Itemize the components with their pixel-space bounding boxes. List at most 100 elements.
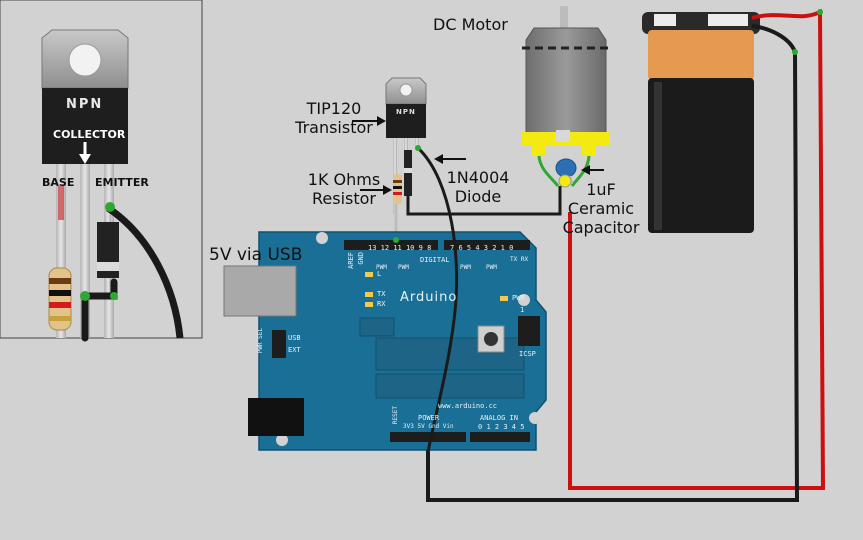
power-pin-labels: 3V3 5V Gnd Vin	[403, 423, 454, 430]
pwm-label-3: PWM	[460, 264, 471, 271]
resistor-small	[393, 174, 402, 204]
usb-jack	[223, 265, 297, 317]
pin-5v: 5V	[417, 423, 425, 430]
resistor-label: 1K Ohms Resistor	[302, 170, 386, 208]
digital-pin-numbers: 13 12 11 10 9 8	[368, 244, 431, 252]
mounting-hole	[68, 43, 102, 77]
transistor-label-line2: Transistor	[295, 118, 373, 137]
transistor-label-line1: TIP120	[306, 99, 362, 118]
battery-body	[648, 78, 754, 233]
resistor-large	[48, 267, 72, 331]
pointer-arrows	[352, 116, 604, 195]
transistor-pinout-inset	[0, 0, 203, 342]
inset-base-label: BASE	[42, 176, 75, 189]
gnd-label-top: GND	[357, 252, 365, 265]
pin-a5: 5	[520, 423, 525, 431]
pin-3v3: 3V3	[403, 423, 414, 430]
pin-a3: 3	[503, 423, 508, 431]
ext-jumper-label: EXT	[288, 346, 301, 354]
emitter-to-gnd-wire	[416, 146, 459, 453]
dc-motor	[522, 6, 610, 156]
pin-gnd-1: Gnd	[428, 423, 440, 430]
power-header-label: POWER	[418, 414, 440, 422]
inset-black-wire-emitter	[106, 205, 184, 339]
pwr-sel-label: PWR SEL	[257, 328, 264, 354]
pin-4: 4	[475, 244, 480, 252]
battery-top-band	[648, 30, 754, 80]
pin-a4: 4	[511, 423, 516, 431]
pin-0: 0	[509, 244, 514, 252]
dc-motor-label: DC Motor	[433, 15, 508, 34]
pin-7: 7	[450, 244, 455, 252]
collector-pin	[80, 164, 90, 338]
pin-11: 11	[393, 244, 402, 252]
usb-jumper-label: USB	[288, 334, 301, 342]
aref-gnd-labels: AREF	[347, 252, 355, 269]
pin-5: 5	[466, 244, 472, 252]
usb-power-label: 5V via USB	[209, 245, 303, 265]
inset-emitter-label: EMITTER	[95, 176, 149, 189]
icsp-pin-label: 1	[520, 306, 525, 314]
website-label: www.arduino.cc	[438, 402, 498, 410]
analog-pin-labels: 0 1 2 3 4 5	[478, 423, 524, 431]
pin-9: 9	[418, 244, 423, 252]
capacitor-label: 1uF Ceramic Capacitor	[558, 180, 644, 237]
rx-top-label: RX	[520, 256, 529, 263]
transistor-label: TIP120 Transistor	[294, 99, 374, 137]
diode-label: 1N4004 Diode	[438, 168, 518, 206]
pwr-led-label: PWR	[512, 294, 525, 302]
power-jack	[248, 398, 304, 436]
inset-npn-text: NPN	[66, 97, 104, 112]
pin-12: 12	[380, 244, 390, 252]
pwm-label-4: PWM	[486, 264, 497, 271]
diode-label-line2: Diode	[454, 187, 502, 206]
tx-top-label: TX	[510, 256, 518, 263]
pin-3: 3	[483, 244, 488, 252]
ceramic-capacitor	[555, 158, 577, 188]
tip120-transistor	[385, 77, 427, 214]
collector-arrow	[79, 154, 91, 164]
digital-pin-numbers-2: 7 6 5 4 3 2 1 0	[450, 244, 513, 252]
tx-rx-top: TX RX	[510, 256, 528, 263]
battery-red-wire	[568, 8, 826, 490]
diode-large	[97, 214, 119, 298]
digital-label: DIGITAL	[420, 256, 450, 264]
pin-vin: Vin	[442, 423, 454, 430]
small-npn-text: NPN	[396, 108, 416, 116]
diode-label-line1: 1N4004	[446, 168, 510, 187]
pin-2: 2	[492, 244, 497, 252]
resistor-label-line1: 1K Ohms	[307, 170, 381, 189]
pwm-label-2: PWM	[398, 264, 409, 271]
resistor-label-line2: Resistor	[312, 189, 376, 208]
pin-1: 1	[500, 244, 505, 252]
motor-to-diode-wire	[406, 186, 562, 216]
inset-collector-label: COLLECTOR	[53, 128, 126, 141]
pin-13: 13	[368, 244, 377, 252]
diode-small	[404, 150, 412, 196]
arduino-brand: Arduino	[400, 290, 458, 305]
base-pin	[56, 164, 66, 338]
nine-volt-battery	[642, 12, 760, 233]
inset-black-wire-collector	[81, 278, 118, 342]
reset-pin-label: RESET	[392, 406, 399, 425]
analog-header-label: ANALOG IN	[480, 414, 518, 422]
capacitor-label-line2: Ceramic	[567, 199, 635, 218]
pin-6: 6	[458, 244, 463, 252]
pwm-label-1: PWM	[376, 264, 387, 271]
icsp-label: ICSP	[519, 350, 536, 358]
aref-label: AREF	[347, 252, 355, 269]
pin-8: 8	[427, 244, 432, 252]
rx-led-label: RX	[377, 300, 386, 308]
capacitor-label-line3: Capacitor	[562, 218, 640, 237]
l-led-label: L	[377, 270, 382, 278]
battery-black-wire	[426, 24, 800, 502]
tx-led-label: TX	[377, 290, 386, 298]
pin-a2: 2	[494, 423, 500, 431]
pin-a1: 1	[486, 423, 491, 431]
pin-10: 10	[405, 244, 415, 252]
arduino-board	[223, 231, 547, 451]
pin-a0: 0	[478, 423, 483, 431]
capacitor-label-line1: 1uF	[586, 180, 616, 199]
